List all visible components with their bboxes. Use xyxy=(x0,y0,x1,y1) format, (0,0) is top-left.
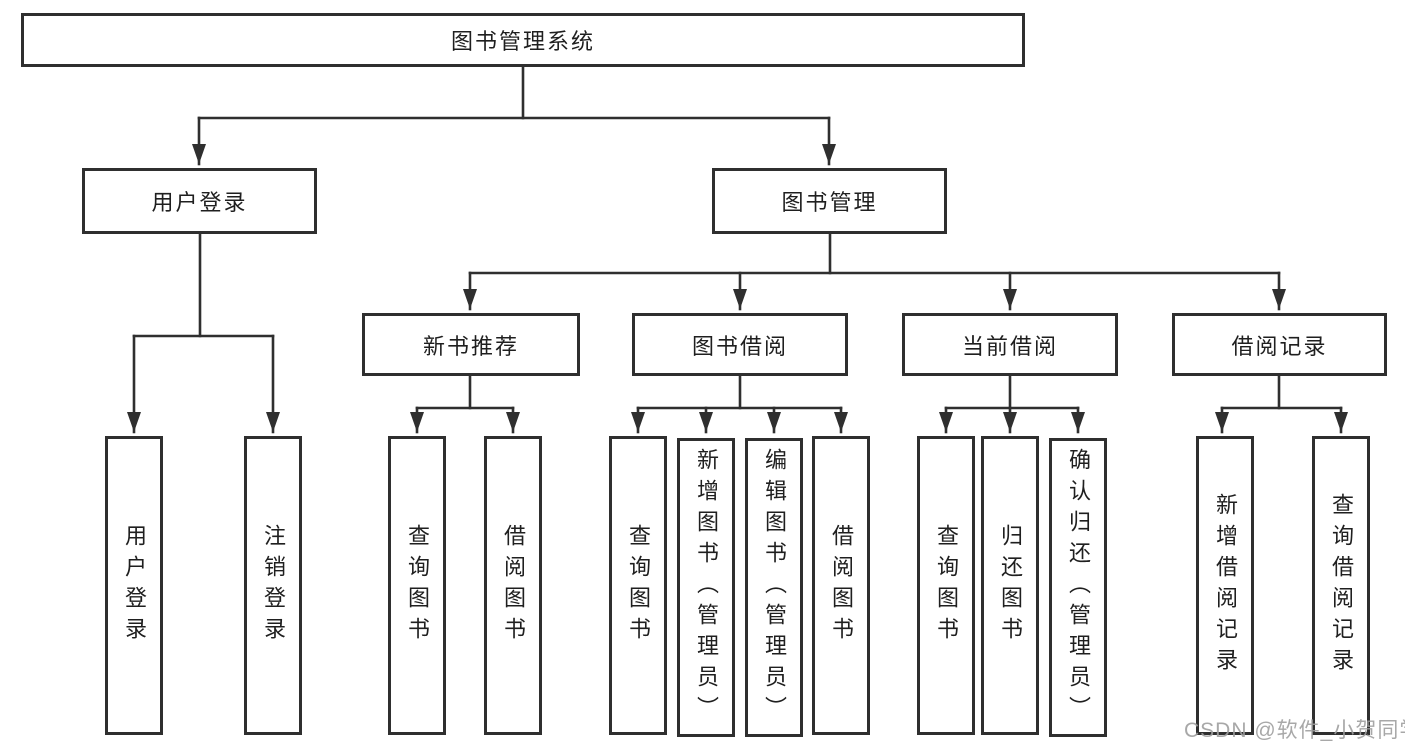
node-bb-query-book: 查询图书 xyxy=(609,436,667,735)
node-cb-confirm-return-admin: 确认归还（管理员） xyxy=(1049,438,1107,737)
node-book-borrowing: 图书借阅 xyxy=(632,313,848,376)
node-bb-borrow-book: 借阅图书 xyxy=(812,436,870,735)
connector-current-borrow-to-children xyxy=(939,374,1085,434)
node-label: 借阅图书 xyxy=(829,523,854,648)
node-user-login: 用户登录 xyxy=(105,436,163,735)
node-label: 注销登录 xyxy=(261,523,286,648)
node-bb-add-book-admin: 新增图书（管理员） xyxy=(677,438,735,737)
node-nbr-borrow-book: 借阅图书 xyxy=(484,436,542,735)
connector-book-mgmt-to-level3 xyxy=(463,232,1286,311)
watermark: CSDN @软件_小贺同学 xyxy=(1184,719,1405,742)
node-label: 编辑图书（管理员） xyxy=(762,448,787,727)
node-logout-login: 注销登录 xyxy=(244,436,302,735)
node-user-login-module: 用户登录 xyxy=(82,168,317,234)
node-label: 查询图书 xyxy=(934,523,959,648)
node-br-query-record: 查询借阅记录 xyxy=(1312,436,1370,735)
connector-new-book-rec-to-children xyxy=(410,374,520,434)
node-new-book-recommend: 新书推荐 xyxy=(362,313,580,376)
connector-borrow-record-to-children xyxy=(1215,374,1348,434)
node-br-add-record: 新增借阅记录 xyxy=(1196,436,1254,735)
node-label: 借阅图书 xyxy=(501,523,526,648)
node-label: 查询借阅记录 xyxy=(1329,492,1354,679)
node-label: 查询图书 xyxy=(405,523,430,648)
node-label: 归还图书 xyxy=(998,523,1023,648)
node-label: 新增图书（管理员） xyxy=(694,448,719,727)
node-book-management-module: 图书管理 xyxy=(712,168,947,234)
node-label: 查询图书 xyxy=(626,523,651,648)
connector-root-to-level2 xyxy=(192,65,836,166)
node-label: 新增借阅记录 xyxy=(1213,492,1238,679)
node-current-borrowing: 当前借阅 xyxy=(902,313,1118,376)
node-library-management-system: 图书管理系统 xyxy=(21,13,1025,67)
connector-user-login-to-children xyxy=(127,232,280,434)
node-label: 用户登录 xyxy=(122,523,147,648)
node-cb-return-book: 归还图书 xyxy=(981,436,1039,735)
node-borrowing-records: 借阅记录 xyxy=(1172,313,1387,376)
node-nbr-query-book: 查询图书 xyxy=(388,436,446,735)
node-cb-query-book: 查询图书 xyxy=(917,436,975,735)
node-bb-edit-book-admin: 编辑图书（管理员） xyxy=(745,438,803,737)
node-label: 确认归还（管理员） xyxy=(1066,448,1091,727)
connector-book-borrow-to-children xyxy=(631,374,848,434)
